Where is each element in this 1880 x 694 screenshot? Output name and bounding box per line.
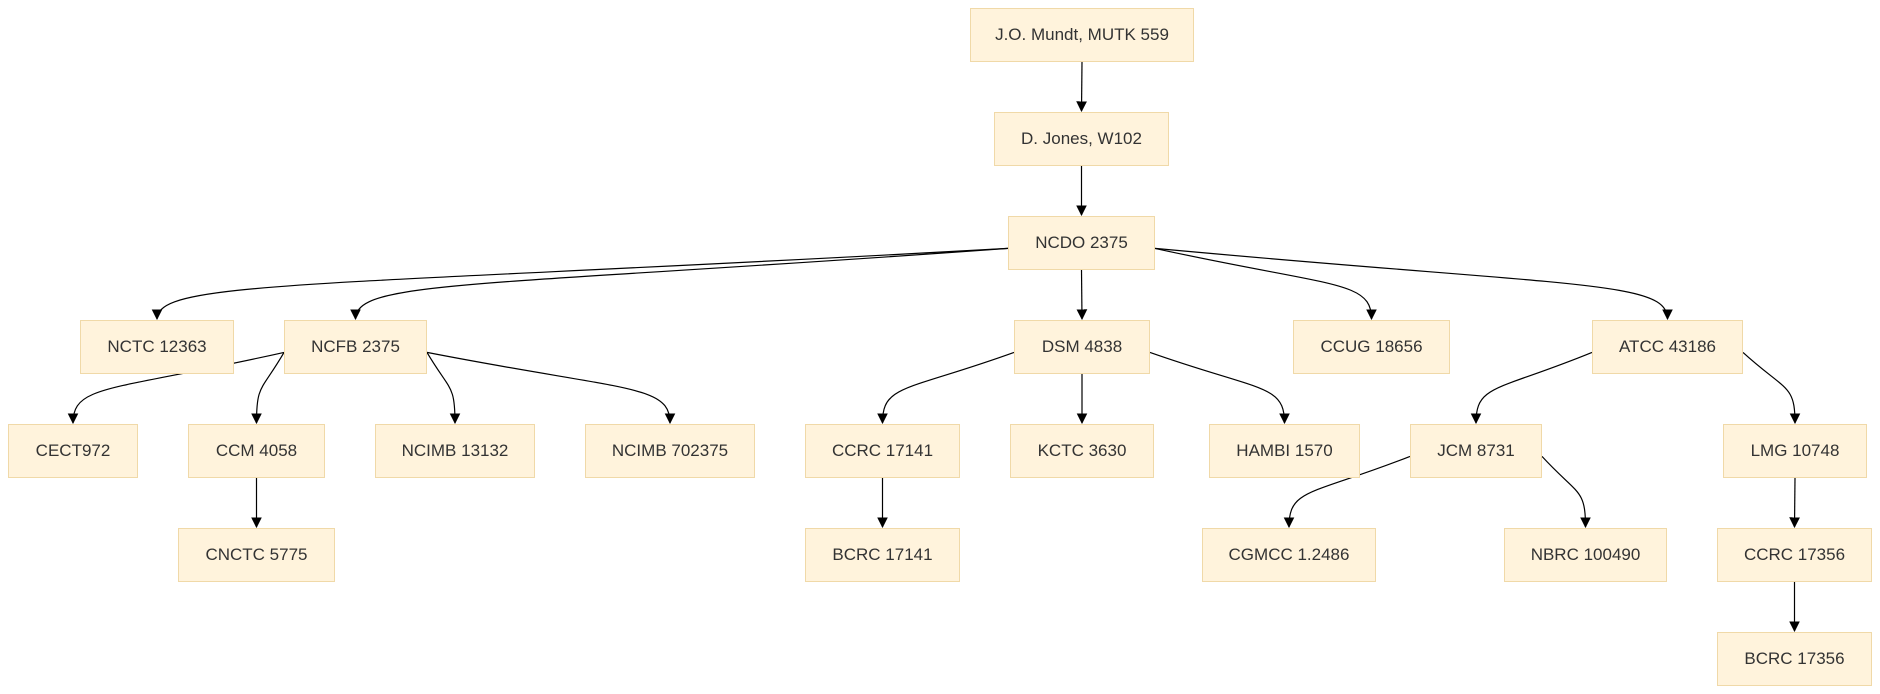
edge-atcc-to-lmg xyxy=(1742,351,1801,425)
node-jcm-8731: JCM 8731 xyxy=(1410,424,1542,478)
node-mundt-mutk-559: J.O. Mundt, MUTK 559 xyxy=(970,8,1194,62)
node-ccrc-17356: CCRC 17356 xyxy=(1717,528,1872,582)
node-ncfb-2375: NCFB 2375 xyxy=(284,320,427,374)
node-cect972: CECT972 xyxy=(8,424,138,478)
node-kctc-3630: KCTC 3630 xyxy=(1010,424,1154,478)
node-ccug-18656: CCUG 18656 xyxy=(1293,320,1450,374)
node-ncdo-2375: NCDO 2375 xyxy=(1008,216,1155,270)
node-nctc-12363: NCTC 12363 xyxy=(80,320,234,374)
edge-ncfb-to-ccm xyxy=(251,352,285,425)
edge-jcm-to-cgmcc xyxy=(1283,455,1411,529)
node-ccrc-17141: CCRC 17141 xyxy=(805,424,960,478)
node-ncimb-13132: NCIMB 13132 xyxy=(375,424,535,478)
edge-ncdo-to-ncfb xyxy=(350,247,1009,321)
node-cnctc-5775: CNCTC 5775 xyxy=(178,528,335,582)
node-bcrc-17141: BCRC 17141 xyxy=(805,528,960,582)
edge-ncdo-to-atcc xyxy=(1154,247,1673,321)
node-bcrc-17356: BCRC 17356 xyxy=(1717,632,1872,686)
node-hambi-1570: HAMBI 1570 xyxy=(1209,424,1360,478)
node-ccm-4058: CCM 4058 xyxy=(188,424,325,478)
edge-ncdo-to-ccug xyxy=(1154,247,1377,321)
edge-mundt-to-jones xyxy=(1076,61,1087,113)
edge-dsm-to-hambi xyxy=(1149,351,1290,425)
edge-ncfb-to-ncimb2 xyxy=(426,351,676,425)
node-lmg-10748: LMG 10748 xyxy=(1723,424,1867,478)
edge-ncdo-to-nctc xyxy=(151,247,1009,321)
node-dsm-4838: DSM 4838 xyxy=(1014,320,1150,374)
edge-jcm-to-nbrc xyxy=(1541,455,1591,529)
node-ncimb-702375: NCIMB 702375 xyxy=(585,424,755,478)
node-cgmcc-1-2486: CGMCC 1.2486 xyxy=(1202,528,1376,582)
edge-ncdo-to-dsm xyxy=(1076,269,1088,321)
edge-lmg-to-ccrc2 xyxy=(1789,477,1800,529)
edge-dsm-to-ccrc1 xyxy=(877,351,1015,425)
edge-atcc-to-jcm xyxy=(1470,351,1593,425)
node-atcc-43186: ATCC 43186 xyxy=(1592,320,1743,374)
node-nbrc-100490: NBRC 100490 xyxy=(1504,528,1667,582)
edge-ncfb-to-ncimb1 xyxy=(426,352,461,425)
node-jones-w102: D. Jones, W102 xyxy=(994,112,1169,166)
